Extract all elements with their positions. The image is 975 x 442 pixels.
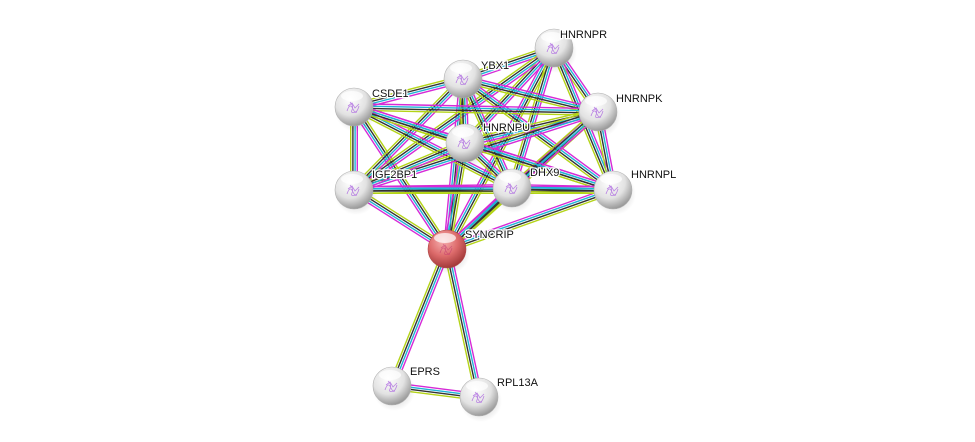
edge-evidence-line	[465, 139, 615, 188]
protein-structure-icon	[455, 73, 469, 86]
edge-evidence-line	[445, 186, 613, 247]
node-label: CSDE1	[372, 88, 409, 100]
node-label: IGF2BP1	[372, 169, 417, 181]
edge-evidence-line	[463, 145, 613, 194]
edge-evidence-line	[353, 107, 598, 114]
node-label: HNRNPK	[616, 93, 663, 105]
edge-evidence-line	[465, 141, 614, 190]
protein-structure-icon	[346, 101, 360, 114]
node-gloss	[341, 91, 363, 101]
edge-hnrnpr-igf2bp1[interactable]	[351, 44, 557, 194]
edge-evidence-line	[352, 46, 554, 190]
node-label: SYNCRIP	[465, 229, 514, 241]
edge-evidence-line	[463, 75, 599, 110]
node-gloss	[379, 370, 401, 380]
node-gloss	[541, 32, 563, 42]
edge-csde1-hnrnpk[interactable]	[353, 103, 599, 116]
edge-evidence-line	[356, 104, 451, 248]
edge-evidence-line	[388, 247, 445, 386]
node-gloss	[600, 174, 622, 184]
edge-evidence-line	[514, 48, 558, 190]
edge-hnrnpr-dhx9[interactable]	[508, 46, 558, 190]
node-gloss	[341, 174, 363, 184]
node-gloss	[434, 233, 456, 243]
edge-evidence-line	[353, 107, 512, 190]
edge-evidence-line	[390, 248, 447, 386]
protein-structure-icon	[504, 182, 518, 195]
edge-evidence-line	[464, 143, 613, 192]
edge-evidence-line	[352, 139, 464, 188]
node-gloss	[450, 63, 472, 73]
edge-evidence-line	[355, 50, 557, 194]
protein-structure-icon	[384, 380, 398, 393]
node-label: RPL13A	[497, 377, 539, 389]
protein-structure-icon	[605, 184, 619, 197]
node-eprs[interactable]: EPRS	[372, 365, 441, 411]
edge-evidence-line	[510, 47, 554, 188]
edge-evidence-line	[445, 249, 479, 398]
node-gloss	[452, 127, 474, 137]
edge-evidence-line	[447, 48, 556, 250]
node-igf2bp1[interactable]: IGF2BP1	[334, 168, 419, 215]
edge-evidence-line	[354, 106, 449, 249]
node-gloss	[585, 96, 607, 106]
node-syncrip[interactable]: SYNCRIP	[427, 228, 515, 274]
edge-evidence-line	[394, 249, 451, 388]
node-csde1[interactable]: CSDE1	[334, 87, 410, 132]
edge-evidence-line	[449, 248, 483, 397]
edge-evidence-line	[508, 46, 552, 188]
protein-structure-icon	[439, 243, 453, 256]
node-gloss	[466, 381, 488, 391]
node-gloss	[499, 172, 521, 182]
edge-evidence-line	[353, 109, 598, 116]
node-label: HNRNPR	[560, 29, 607, 41]
protein-structure-icon	[471, 391, 485, 404]
edge-evidence-line	[445, 47, 554, 249]
edge-evidence-line	[354, 79, 465, 192]
edge-evidence-line	[460, 81, 612, 194]
edge-evidence-line	[463, 77, 615, 190]
edge-evidence-line	[354, 48, 556, 192]
edge-evidence-line	[446, 188, 613, 249]
node-label: EPRS	[410, 366, 440, 378]
edge-syncrip-hnrnpl[interactable]	[445, 186, 615, 253]
edge-evidence-line	[464, 108, 598, 141]
edge-hnrnpu-hnrnpl[interactable]	[463, 139, 615, 194]
edge-evidence-line	[354, 103, 599, 110]
edge-evidence-line	[354, 105, 599, 112]
edge-evidence-line	[443, 249, 477, 398]
node-hnrnpu[interactable]: HNRNPU	[445, 121, 531, 168]
protein-structure-icon	[457, 137, 471, 150]
edge-evidence-line	[447, 190, 614, 251]
node-rpl13a[interactable]: RPL13A	[459, 376, 540, 422]
edge-evidence-line	[447, 192, 615, 253]
edge-evidence-line	[443, 78, 461, 249]
protein-structure-icon	[346, 184, 360, 197]
node-label: DHX9	[530, 167, 559, 179]
node-dhx9[interactable]: DHX9	[492, 166, 561, 213]
node-hnrnpl[interactable]: HNRNPL	[593, 168, 677, 215]
edge-syncrip-eprs[interactable]	[388, 247, 451, 388]
edge-evidence-line	[392, 249, 449, 387]
edge-evidence-line	[512, 48, 556, 189]
edge-evidence-line	[352, 109, 511, 192]
node-label: HNRNPL	[631, 169, 676, 181]
node-label: HNRNPU	[483, 122, 530, 134]
node-label: YBX1	[481, 60, 509, 72]
node-ybx1[interactable]: YBX1	[443, 59, 510, 104]
node-hnrnpk[interactable]: HNRNPK	[578, 92, 664, 137]
node-hnrnpr[interactable]: HNRNPR	[534, 28, 608, 73]
protein-structure-icon	[590, 106, 604, 119]
protein-structure-icon	[546, 42, 560, 55]
edge-igf2bp1-hnrnpl[interactable]	[354, 185, 613, 195]
edge-evidence-line	[449, 49, 558, 251]
